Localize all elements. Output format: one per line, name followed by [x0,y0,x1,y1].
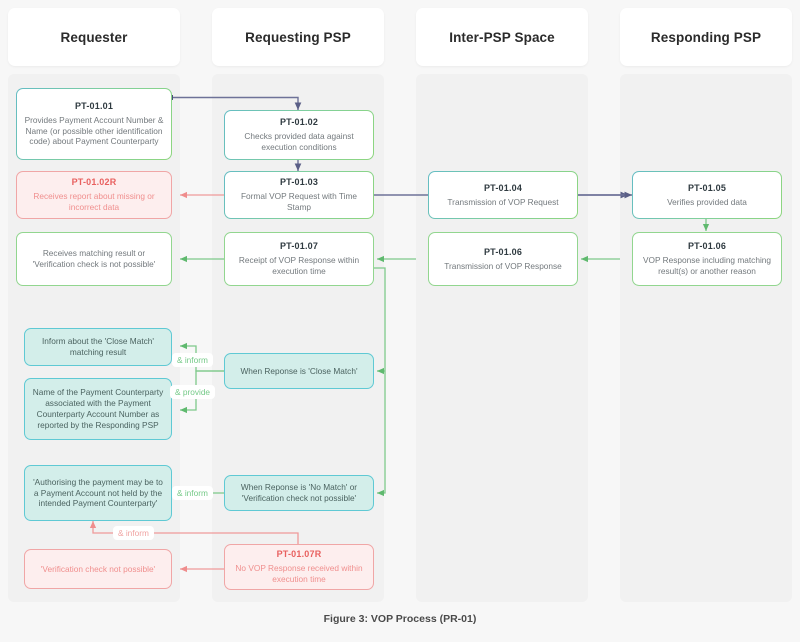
node-description: Formal VOP Request with Time Stamp [240,191,358,212]
edge-label-inform-no-match: & inform [172,486,213,500]
node-code: PT-01.03 [279,177,319,188]
node-code: PT-01.06 [687,241,727,252]
node-description: Name of the Payment Counterparty associa… [32,387,164,430]
node-description: Receives matching result or 'Verificatio… [32,248,156,269]
node-pt-01-06-inter-psp[interactable]: PT-01.06 Transmission of VOP Response [428,232,578,286]
node-no-match[interactable]: When Reponse is 'No Match' or 'Verificat… [224,475,374,511]
node-pt-01-03[interactable]: PT-01.03 Formal VOP Request with Time St… [224,171,374,219]
node-code: PT-01.05 [687,182,727,193]
node-code: PT-01.04 [483,182,523,193]
node-code: PT-01.06 [483,246,523,257]
node-pt-01-02r[interactable]: PT-01.02R Receives report about missing … [16,171,172,219]
node-code: PT-01.07 [279,241,319,252]
lane-header-label: Inter-PSP Space [449,29,555,45]
node-description: When Reponse is 'Close Match' [240,365,358,376]
edge-label-inform-close-match: & inform [172,353,213,367]
lane-header-label: Requester [60,29,128,45]
lane-header-requesting-psp: Requesting PSP [212,8,384,66]
node-receives-matching-result[interactable]: Receives matching result or 'Verificatio… [16,232,172,286]
node-description: Inform about the 'Close Match' matching … [41,336,154,357]
node-description: Receipt of VOP Response within execution… [238,255,360,276]
node-pt-01-07r[interactable]: PT-01.07R No VOP Response received withi… [224,544,374,590]
node-pt-01-06-responding[interactable]: PT-01.06 VOP Response including matching… [632,232,782,286]
lane-header-label: Requesting PSP [245,29,351,45]
lane-band-responding-psp [620,74,792,602]
node-pt-01-02[interactable]: PT-01.02 Checks provided data against ex… [224,110,374,160]
lane-header-inter-psp: Inter-PSP Space [416,8,588,66]
node-close-match[interactable]: When Reponse is 'Close Match' [224,353,374,389]
lane-band-inter-psp [416,74,588,602]
node-provide-counterparty-name[interactable]: Name of the Payment Counterparty associa… [24,378,172,440]
node-pt-01-07[interactable]: PT-01.07 Receipt of VOP Response within … [224,232,374,286]
node-description: VOP Response including matching result(s… [642,255,772,276]
node-description: Transmission of VOP Request [447,196,559,207]
node-description: When Reponse is 'No Match' or 'Verificat… [240,482,358,503]
edge-label-inform-timeout: & inform [113,526,154,540]
lane-header-requester: Requester [8,8,180,66]
node-pt-01-01[interactable]: PT-01.01 Provides Payment Account Number… [16,88,172,160]
node-description: Transmission of VOP Response [444,260,562,271]
node-verification-not-possible[interactable]: 'Verification check not possible' [24,549,172,589]
node-description: Receives report about missing or incorre… [33,191,155,212]
node-code: PT-01.07R [276,549,322,560]
lane-header-responding-psp: Responding PSP [620,8,792,66]
node-code: PT-01.02 [279,117,319,128]
node-code: PT-01.02R [71,177,117,188]
edge-label-provide-name: & provide [170,385,216,399]
node-description: 'Verification check not possible' [40,563,156,574]
lane-header-label: Responding PSP [650,29,762,45]
node-inform-close-match[interactable]: Inform about the 'Close Match' matching … [24,328,172,366]
node-description: Provides Payment Account Number & Name (… [24,114,164,147]
node-description: No VOP Response received within executio… [235,563,363,584]
node-code: PT-01.01 [74,100,114,111]
node-description: 'Authorising the payment may be to a Pay… [33,476,163,509]
node-pt-01-04[interactable]: PT-01.04 Transmission of VOP Request [428,171,578,219]
node-pt-01-05[interactable]: PT-01.05 Verifies provided data [632,171,782,219]
node-description: Verifies provided data [667,196,747,207]
node-description: Checks provided data against execution c… [244,131,354,152]
node-authorising-warning[interactable]: 'Authorising the payment may be to a Pay… [24,465,172,521]
figure-caption: Figure 3: VOP Process (PR-01) [323,613,477,625]
